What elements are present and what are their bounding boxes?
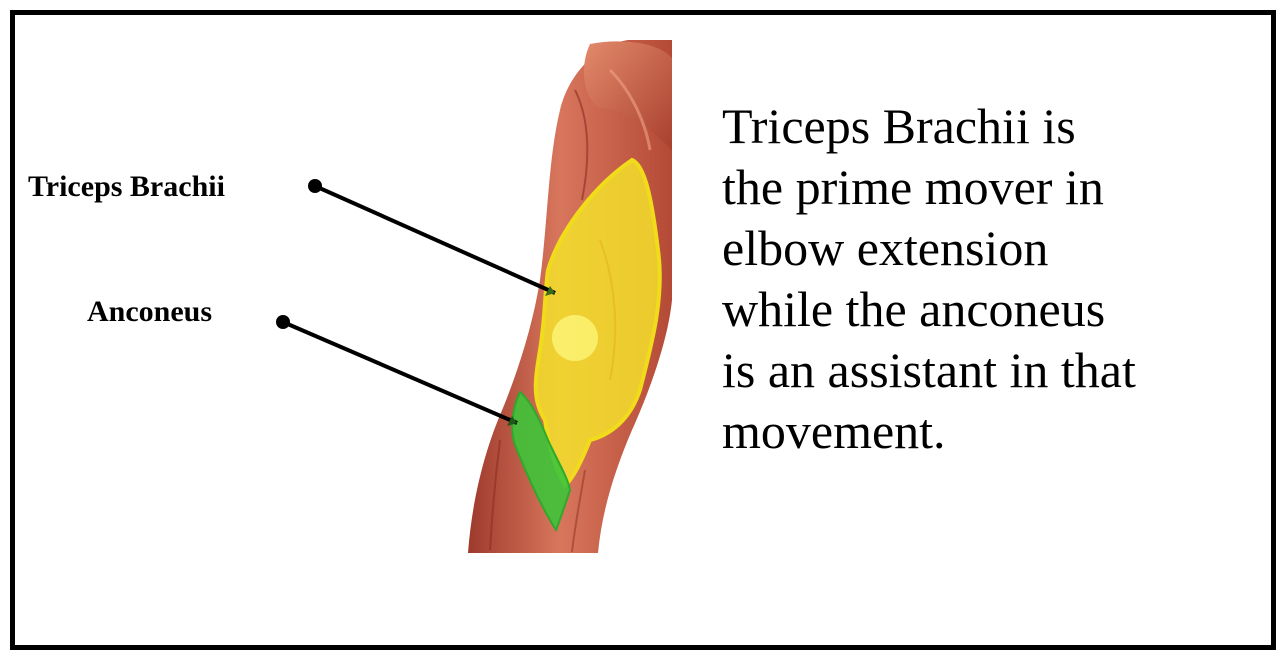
anconeus-leader-line [276,315,517,426]
triceps-brachii-label: Triceps Brachii [28,172,225,202]
anconeus-label: Anconeus [87,297,212,327]
description-line: while the anconeus [722,279,1242,340]
description-line: movement. [722,401,1242,462]
triceps-leader-line [308,179,555,296]
description-text: Triceps Brachii is the prime mover in el… [722,96,1242,462]
description-line: Triceps Brachii is [722,96,1242,157]
description-line: the prime mover in [722,157,1242,218]
description-line: elbow extension [722,218,1242,279]
triceps-leader-dot [308,179,322,193]
anconeus-leader-dot [276,315,290,329]
description-line: is an assistant in that [722,340,1242,401]
